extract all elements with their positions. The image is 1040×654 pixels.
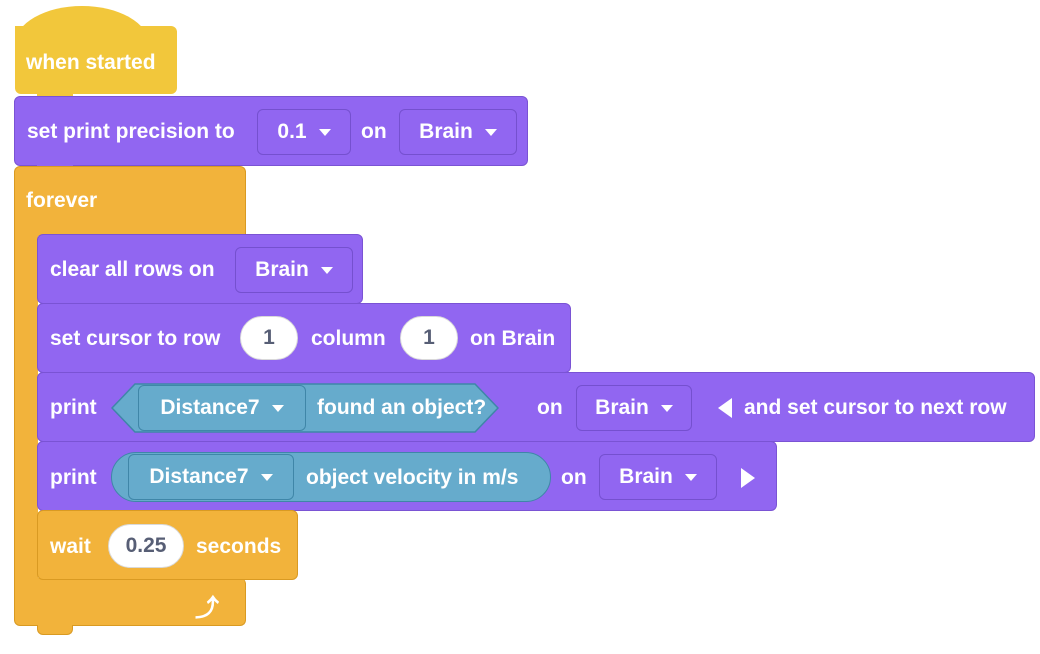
clear-device-dropdown[interactable]: Brain xyxy=(235,247,353,293)
expand-arrow-icon[interactable] xyxy=(741,468,755,488)
chevron-down-icon xyxy=(484,128,497,136)
set-cursor-block[interactable]: set cursor to row 1 column 1 on Brain xyxy=(37,303,571,373)
chevron-down-icon xyxy=(684,473,697,481)
collapse-arrow-icon[interactable] xyxy=(718,398,732,418)
forever-block[interactable]: forever xyxy=(14,166,246,236)
forever-arm xyxy=(14,226,38,586)
chevron-down-icon xyxy=(320,266,333,274)
chevron-down-icon xyxy=(260,473,273,481)
when-started-label: when started xyxy=(26,51,156,74)
precision-prefix-label: set print precision to xyxy=(27,120,235,143)
print-label-1: print xyxy=(50,396,97,419)
wait-unit-label: seconds xyxy=(196,535,282,558)
precision-value: 0.1 xyxy=(277,120,307,143)
wait-seconds-input[interactable]: 0.25 xyxy=(108,524,184,568)
clear-label: clear all rows on xyxy=(50,258,215,281)
print-on-label-2: on xyxy=(561,466,587,489)
wait-block[interactable]: wait 0.25 seconds xyxy=(37,510,298,580)
hat-body xyxy=(15,26,177,94)
cursor-column-label: column xyxy=(311,327,386,350)
cursor-row-input[interactable]: 1 xyxy=(240,316,298,360)
precision-on-label: on xyxy=(361,120,387,143)
cursor-prefix-label: set cursor to row xyxy=(50,327,221,350)
print-label-2: print xyxy=(50,466,97,489)
precision-device-value: Brain xyxy=(419,120,473,143)
forever-bottom-tab xyxy=(37,625,73,635)
sensor-value-2: Distance7 xyxy=(149,465,249,488)
sensor-value-1: Distance7 xyxy=(160,396,260,419)
forever-foot: ⤴ xyxy=(14,578,246,626)
print-suffix-label-1: and set cursor to next row xyxy=(744,396,1007,419)
cursor-column-value: 1 xyxy=(423,326,435,349)
print-on-label-1: on xyxy=(537,396,563,419)
set-print-precision-block[interactable]: set print precision to 0.1 on Brain xyxy=(14,96,528,166)
precision-dropdown[interactable]: 0.1 xyxy=(257,109,351,155)
wait-value: 0.25 xyxy=(125,534,167,557)
sensor-dropdown-1[interactable]: Distance7 xyxy=(138,385,306,431)
chevron-down-icon xyxy=(318,128,331,136)
precision-device-dropdown[interactable]: Brain xyxy=(399,109,517,155)
sensor-property-1: found an object? xyxy=(317,396,487,419)
sensor-dropdown-2[interactable]: Distance7 xyxy=(128,454,294,500)
print-velocity-block[interactable]: print Distance7 object velocity in m/s o… xyxy=(37,441,777,511)
print-found-object-block[interactable]: print Distance7 found an object? on Brai… xyxy=(37,372,1035,442)
print-device-value-1: Brain xyxy=(595,396,649,419)
clear-all-rows-block[interactable]: clear all rows on Brain xyxy=(37,234,363,304)
sensor-property-2: object velocity in m/s xyxy=(306,466,519,489)
print-device-dropdown-1[interactable]: Brain xyxy=(576,385,692,431)
when-started-block[interactable]: when started xyxy=(15,0,177,102)
cursor-row-value: 1 xyxy=(263,326,275,349)
print-device-value-2: Brain xyxy=(619,465,673,488)
clear-device-value: Brain xyxy=(255,258,309,281)
cursor-column-input[interactable]: 1 xyxy=(400,316,458,360)
print-device-dropdown-2[interactable]: Brain xyxy=(599,454,717,500)
loop-arrow-icon: ⤴ xyxy=(195,595,219,622)
chevron-down-icon xyxy=(271,404,284,412)
forever-label: forever xyxy=(26,189,98,212)
cursor-suffix-label: on Brain xyxy=(470,327,556,350)
wait-label: wait xyxy=(50,535,91,558)
chevron-down-icon xyxy=(660,404,673,412)
